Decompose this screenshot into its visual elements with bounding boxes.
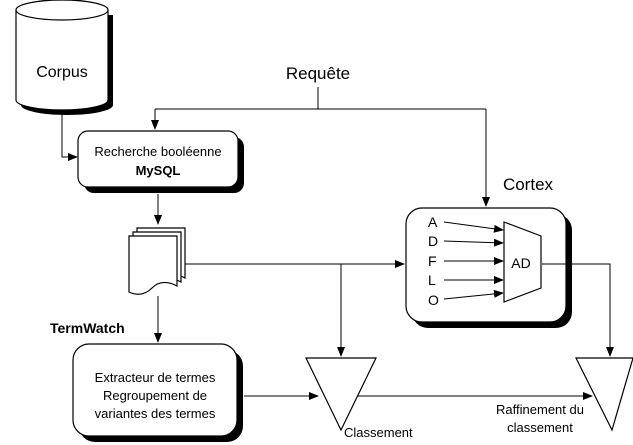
input-d-arrow [443,238,504,247]
recherche-label: Recherche booléenne [94,144,221,159]
mysql-label: MySQL [136,163,181,178]
classement-label: Classement [344,425,413,440]
raffinement-line2: classement [507,420,573,435]
corpus-label: Corpus [36,64,88,81]
input-a-arrow [443,221,504,233]
input-l-label: L [428,272,436,288]
input-d-label: D [428,233,438,249]
ad-to-raffinement-arrow [542,263,614,357]
ad-block [503,221,542,303]
extracteur-line1: Extracteur de termes [95,370,216,385]
input-o-label: O [428,292,439,308]
raffinement-triangle: Raffinement du classement [496,357,633,435]
input-o-arrow [443,289,504,300]
input-a-label: A [428,214,438,230]
recherche-box: Recherche booléenne MySQL [77,130,244,193]
extracteur-box: Extracteur de termes Regroupement de var… [72,343,243,442]
requete-label: Requête [286,64,350,83]
extracteur-line3: variantes des termes [95,406,216,421]
input-f-label: F [428,253,437,269]
corpus-cylinder: Corpus [15,0,113,115]
connectors [61,87,614,400]
cortex-box: AD A D F L O [405,207,572,328]
ad-label: AD [511,255,530,271]
corpus-arrow [61,111,78,161]
extracteur-line2: Regroupement de [103,388,207,403]
termwatch-label: TermWatch [50,320,125,336]
document-stack-icon [128,227,186,295]
cortex-label: Cortex [503,175,554,194]
classement-triangle: Classement [305,357,413,440]
raffinement-line1: Raffinement du [496,402,584,417]
